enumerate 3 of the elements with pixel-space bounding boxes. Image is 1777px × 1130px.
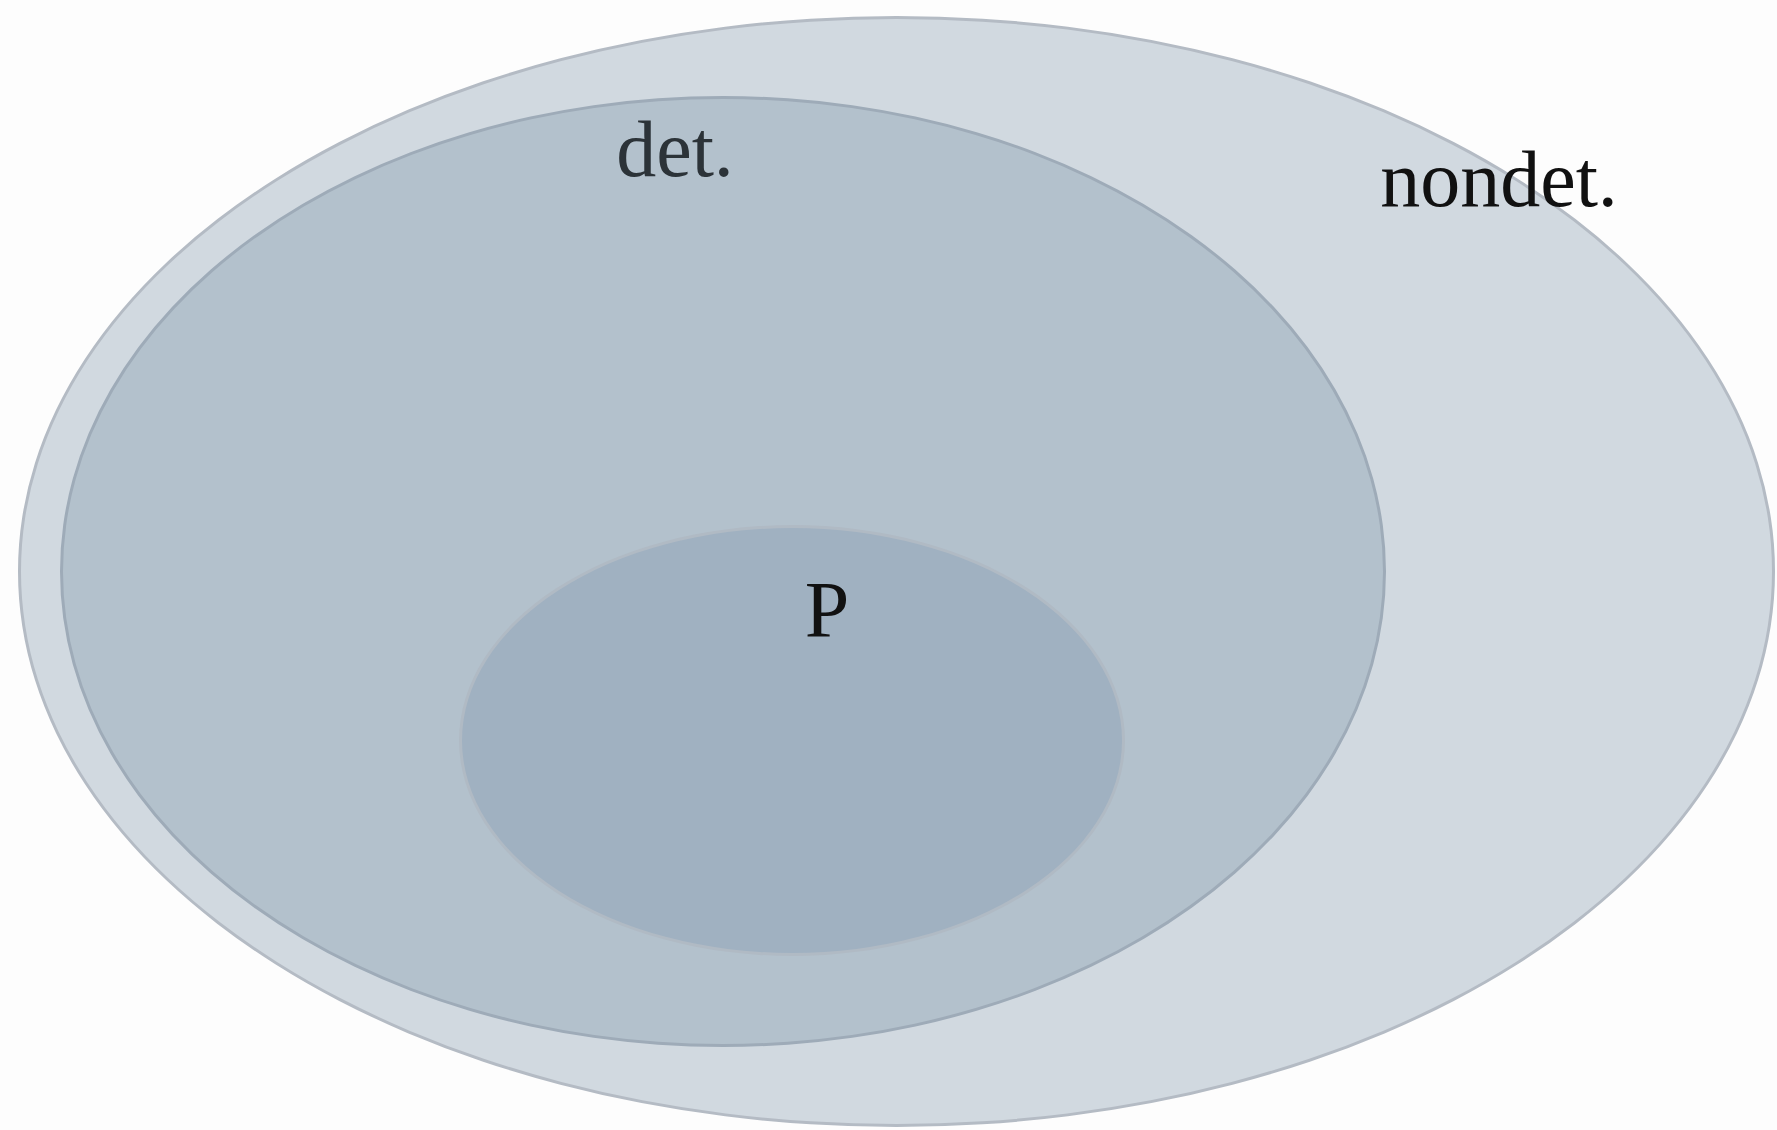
set-label: P — [804, 570, 850, 650]
set-label: nondet. — [1380, 139, 1618, 219]
set-label: det. — [616, 109, 734, 189]
